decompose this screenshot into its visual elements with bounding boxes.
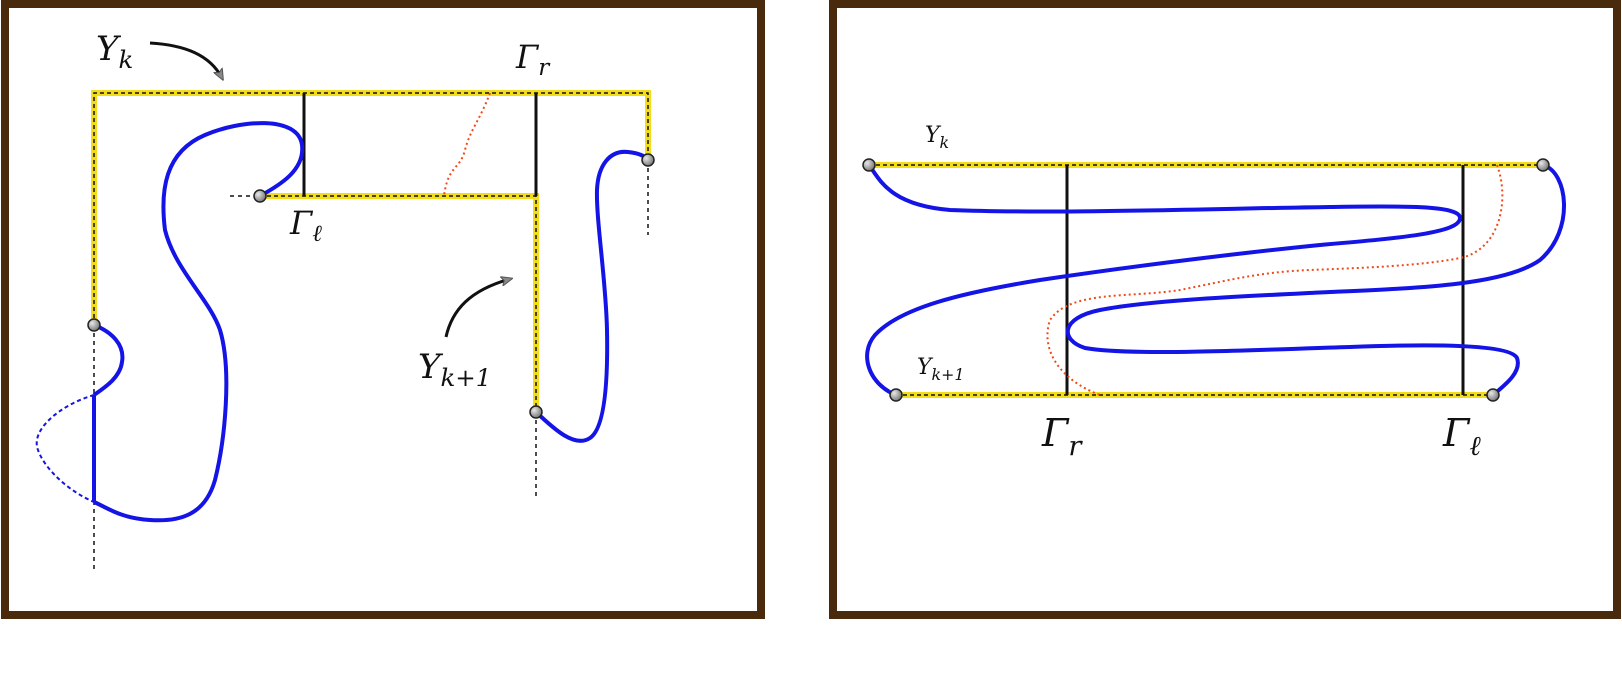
right-blue-curve-main bbox=[865, 163, 1463, 397]
right-node-3 bbox=[889, 388, 903, 402]
left-node-1 bbox=[87, 318, 101, 332]
left-node-4 bbox=[529, 405, 543, 419]
left-label-gamma-l: Γℓ bbox=[289, 204, 322, 247]
right-label-gamma-r: Γr bbox=[1041, 411, 1083, 462]
left-label-yk: Yk bbox=[96, 29, 133, 74]
left-arrow-yk bbox=[149, 41, 222, 78]
left-blue-curve-bump bbox=[92, 323, 125, 397]
right-node-2 bbox=[1536, 158, 1550, 172]
right-blue-curve-right bbox=[1065, 163, 1566, 397]
right-panel: Yk Yk+1 Γr Γℓ bbox=[829, 0, 1621, 619]
right-label-yk: Yk bbox=[925, 123, 949, 152]
right-red-dotted-curve bbox=[1046, 164, 1504, 396]
left-panel-frame bbox=[1, 0, 765, 619]
right-panel-frame bbox=[829, 0, 1621, 619]
left-node-2 bbox=[253, 189, 267, 203]
left-arrow-yk1 bbox=[444, 279, 510, 338]
right-node-4 bbox=[1486, 388, 1500, 402]
left-node-3 bbox=[641, 153, 655, 167]
left-blue-curve-main bbox=[93, 121, 305, 523]
left-panel: Yk Γr Γℓ Yk+1 bbox=[1, 0, 765, 619]
left-label-gamma-r: Γr bbox=[515, 38, 551, 81]
left-label-yk1: Yk+1 bbox=[418, 347, 491, 392]
left-yk-path-dash bbox=[93, 92, 649, 325]
left-blue-dashed-arc bbox=[35, 394, 95, 503]
right-label-gamma-l: Γℓ bbox=[1442, 411, 1481, 462]
left-blue-curve-right bbox=[534, 149, 650, 443]
right-node-1 bbox=[862, 158, 876, 172]
right-label-yk1: Yk+1 bbox=[917, 355, 964, 384]
